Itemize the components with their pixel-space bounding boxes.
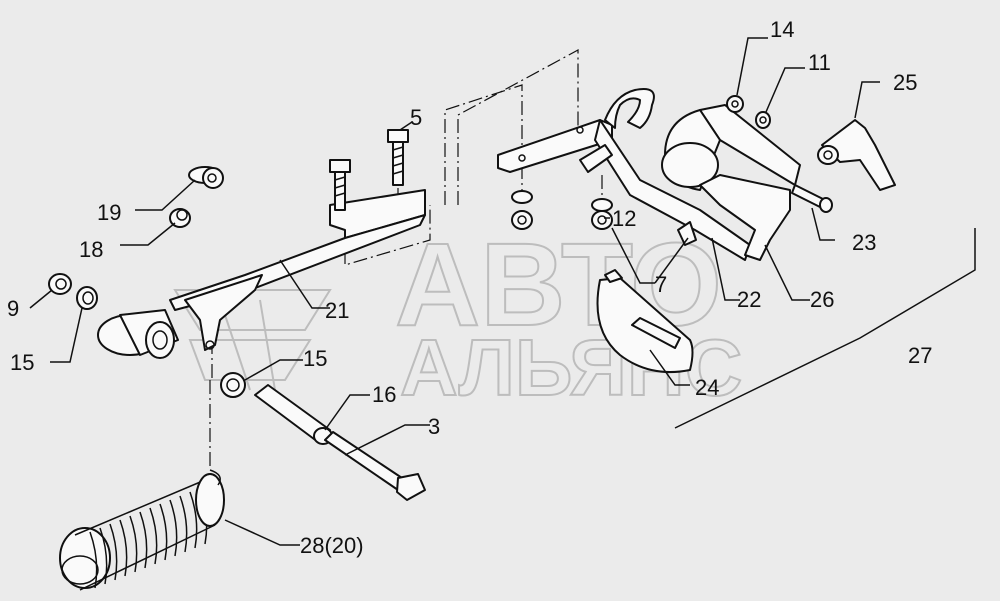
label-21: 21 — [325, 298, 349, 323]
leader-lines — [29, 37, 880, 546]
label-11: 11 — [808, 50, 831, 75]
bolt-5b — [387, 129, 409, 186]
callout-labels: 14 11 25 5 19 18 12 23 7 9 21 22 26 27 1… — [7, 17, 932, 558]
label-12: 12 — [612, 206, 636, 231]
label-25: 25 — [893, 70, 917, 95]
label-5: 5 — [410, 105, 422, 130]
bushing-15b — [220, 372, 246, 398]
label-18: 18 — [79, 237, 103, 262]
label-14: 14 — [770, 17, 794, 42]
bracket-22 — [497, 88, 751, 261]
plate-26 — [661, 104, 801, 261]
latch-25 — [817, 119, 896, 191]
label-22: 22 — [737, 287, 761, 312]
washer-14 — [726, 95, 744, 113]
watermark-logo — [173, 289, 332, 391]
group-27-bracket — [674, 228, 976, 429]
nut-9 — [48, 273, 72, 295]
label-15b: 15 — [303, 346, 327, 371]
label-19: 19 — [97, 200, 121, 225]
label-24: 24 — [695, 375, 719, 400]
washer-nut-left — [511, 190, 533, 230]
label-3: 3 — [428, 414, 440, 439]
label-26: 26 — [810, 287, 834, 312]
label-28-20: 28(20) — [300, 533, 364, 558]
label-23: 23 — [852, 230, 876, 255]
bolt-5a — [329, 159, 351, 211]
bushing-15a — [76, 286, 98, 310]
nut-18 — [169, 208, 191, 228]
clip-19 — [188, 166, 224, 189]
washer-11 — [755, 111, 771, 129]
label-27: 27 — [908, 343, 932, 368]
label-16: 16 — [372, 382, 396, 407]
pin-23 — [791, 184, 833, 213]
nut-12 — [591, 198, 613, 230]
label-15a: 15 — [10, 350, 34, 375]
bolt-3 — [324, 431, 426, 501]
label-9: 9 — [7, 296, 19, 321]
spring-28 — [59, 469, 225, 591]
label-7: 7 — [655, 272, 667, 297]
bracket-24 — [596, 269, 694, 374]
lever-21 — [97, 189, 426, 359]
sleeve-16 — [254, 384, 333, 445]
